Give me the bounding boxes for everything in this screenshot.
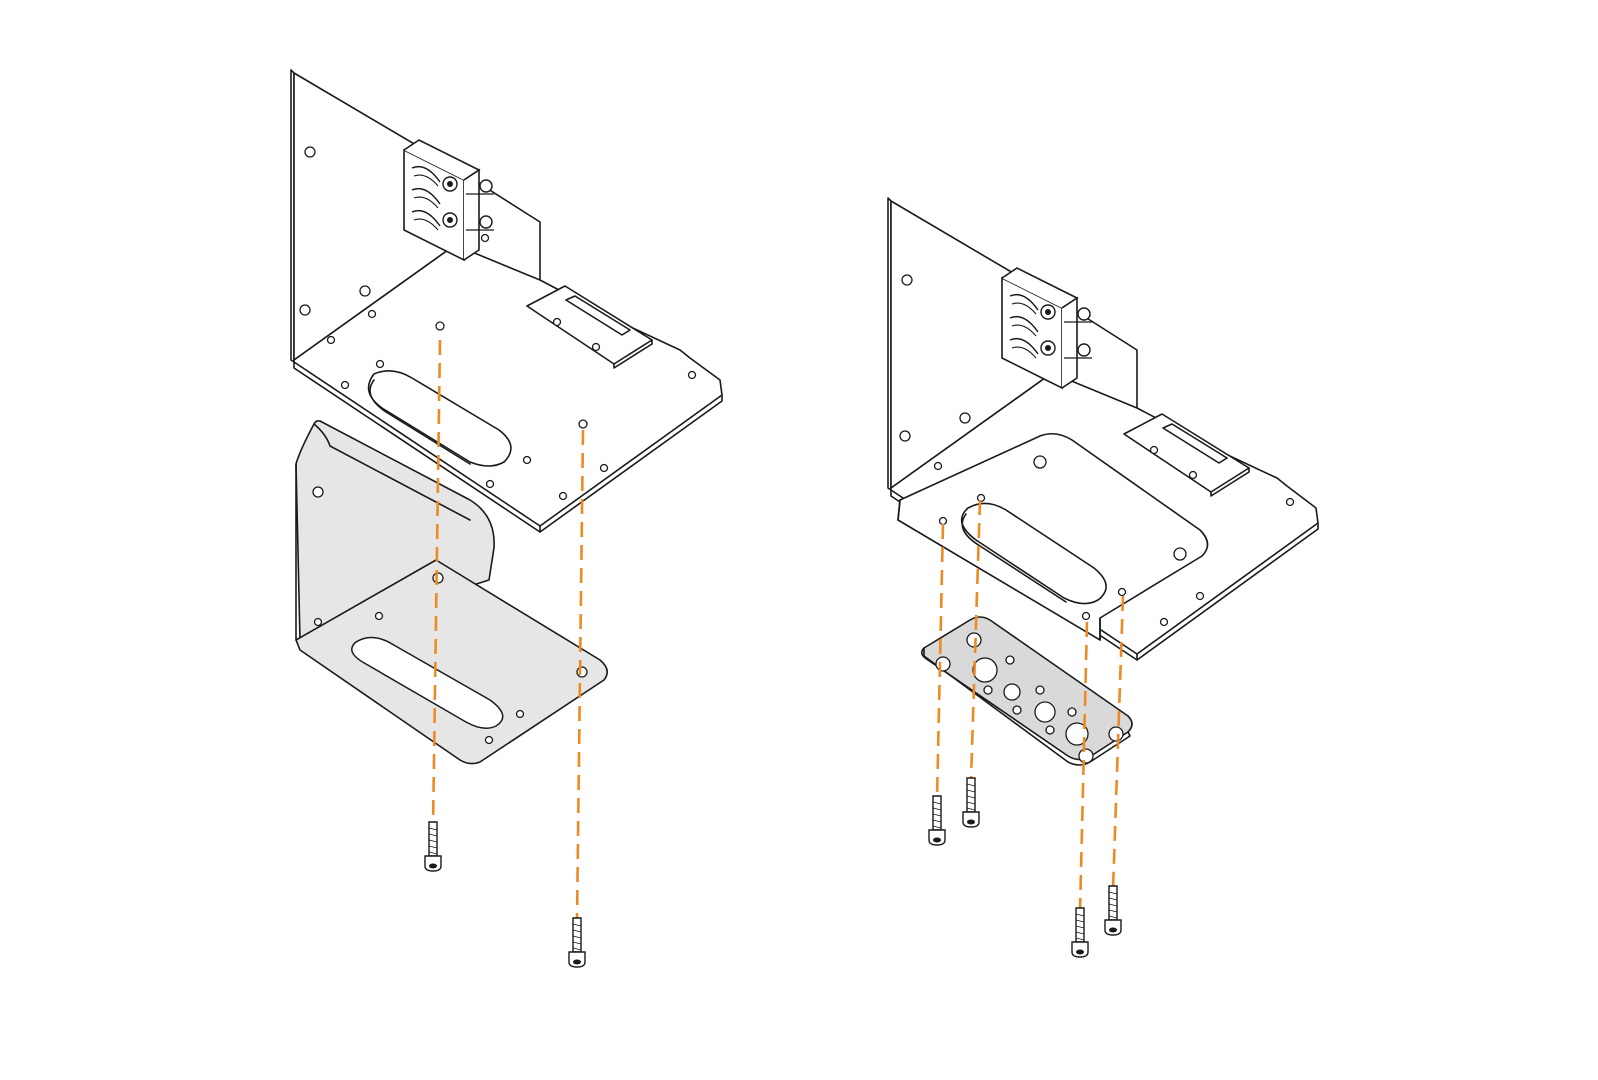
right-guide-line-1 [935, 523, 945, 801]
screw-icon [1071, 907, 1089, 958]
screw-icon [928, 795, 946, 846]
left-guide-lines [431, 339, 585, 921]
left-power-supply-chassis [290, 69, 723, 533]
left-guide-line-1 [431, 339, 442, 829]
right-guide-line-4 [1111, 595, 1125, 891]
left-assembly [290, 69, 723, 968]
left-l-bracket [295, 420, 608, 765]
right-power-supply-chassis [887, 197, 1319, 661]
right-guide-line-2 [969, 499, 982, 781]
right-guide-line-3 [1078, 621, 1089, 913]
left-guide-line-2 [575, 429, 585, 921]
screw-icon [568, 917, 586, 968]
screw-icon [1104, 885, 1122, 936]
right-assembly [887, 197, 1319, 958]
screw-icon [962, 777, 980, 828]
screw-icon [424, 821, 442, 872]
right-guide-lines [935, 499, 1125, 913]
